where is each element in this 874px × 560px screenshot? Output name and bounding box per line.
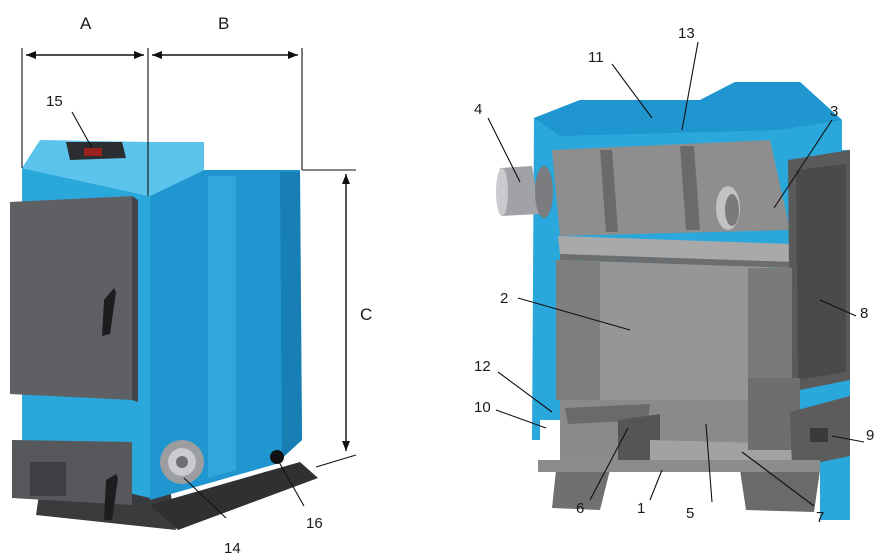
- label-14: 14: [224, 540, 241, 557]
- label-8: 8: [860, 305, 868, 322]
- control-display: [84, 148, 102, 156]
- boiler-top-upper: [22, 140, 204, 196]
- leader-12: [497, 371, 553, 413]
- label-4: 4: [474, 101, 482, 118]
- flue-outlet-ring: [535, 166, 553, 218]
- heat-exchanger-slats: [600, 146, 700, 232]
- leader-5: [705, 423, 713, 503]
- grate-block: [618, 414, 660, 470]
- label-15: 15: [46, 93, 63, 110]
- label-1: 1: [637, 500, 645, 517]
- door-handle: [102, 288, 116, 336]
- label-6: 6: [576, 500, 584, 517]
- boiler-cutaway: [496, 82, 850, 520]
- flue-outlet-rim: [496, 168, 508, 216]
- boiler-exterior: [10, 140, 318, 530]
- label-2: 2: [500, 290, 508, 307]
- cutaway-leaders: [487, 41, 865, 507]
- lower-right-box: [748, 378, 800, 450]
- label-11: 11: [588, 49, 604, 66]
- side-highlight: [208, 176, 236, 478]
- dim-label-b: B: [218, 14, 229, 33]
- combustion-chamber: [556, 260, 792, 400]
- leader-11: [611, 63, 653, 119]
- label-7: 7: [816, 509, 824, 526]
- dim-ext-bottom: [315, 454, 357, 468]
- chamber-right-wall: [748, 268, 792, 400]
- label-9: 9: [866, 427, 874, 444]
- label-5: 5: [686, 505, 694, 522]
- return-connection-hole: [176, 456, 188, 468]
- flue-outlet: [500, 166, 540, 216]
- ash-door-slot: [30, 462, 66, 496]
- leader-3: [773, 119, 833, 209]
- drain-fitting: [270, 450, 284, 464]
- upper-door: [10, 196, 132, 400]
- leader-15: [71, 111, 93, 149]
- label-10: 10: [474, 399, 491, 416]
- leader-9: [831, 435, 865, 443]
- label-3: 3: [830, 103, 838, 120]
- dim-label-a: A: [80, 14, 92, 33]
- upper-door-edge: [132, 196, 138, 402]
- leader-2: [517, 297, 631, 331]
- chamber-left-wall: [556, 260, 600, 400]
- dimension-lines: [21, 48, 357, 468]
- label-16: 16: [306, 515, 323, 532]
- label-12: 12: [474, 358, 491, 375]
- leader-8: [819, 299, 857, 317]
- dim-label-c: C: [360, 305, 372, 324]
- water-jacket-top-shade: [534, 82, 842, 136]
- side-shadow: [280, 172, 302, 458]
- cutaway-foot-right: [740, 470, 820, 512]
- leader-6: [589, 427, 629, 501]
- label-13: 13: [678, 25, 695, 42]
- side-panel-right-face: [796, 164, 846, 380]
- leader-13: [681, 41, 699, 131]
- leader-10: [495, 409, 547, 429]
- ash-door-handle: [104, 474, 118, 520]
- ash-door-9-window: [810, 428, 828, 442]
- baffle-shelf-front: [560, 254, 794, 268]
- leader-4: [487, 117, 521, 183]
- cutaway-base: [538, 460, 820, 472]
- heat-exchanger-top: [552, 140, 790, 236]
- baffle-shelf: [558, 236, 794, 262]
- boiler-foot-right: [150, 462, 318, 530]
- leader-7: [741, 451, 815, 507]
- leader-14: [183, 477, 227, 519]
- leader-16: [278, 461, 305, 507]
- exchanger-port-inner: [725, 194, 739, 226]
- cutaway-foot-left: [552, 470, 610, 510]
- leader-1: [649, 469, 663, 501]
